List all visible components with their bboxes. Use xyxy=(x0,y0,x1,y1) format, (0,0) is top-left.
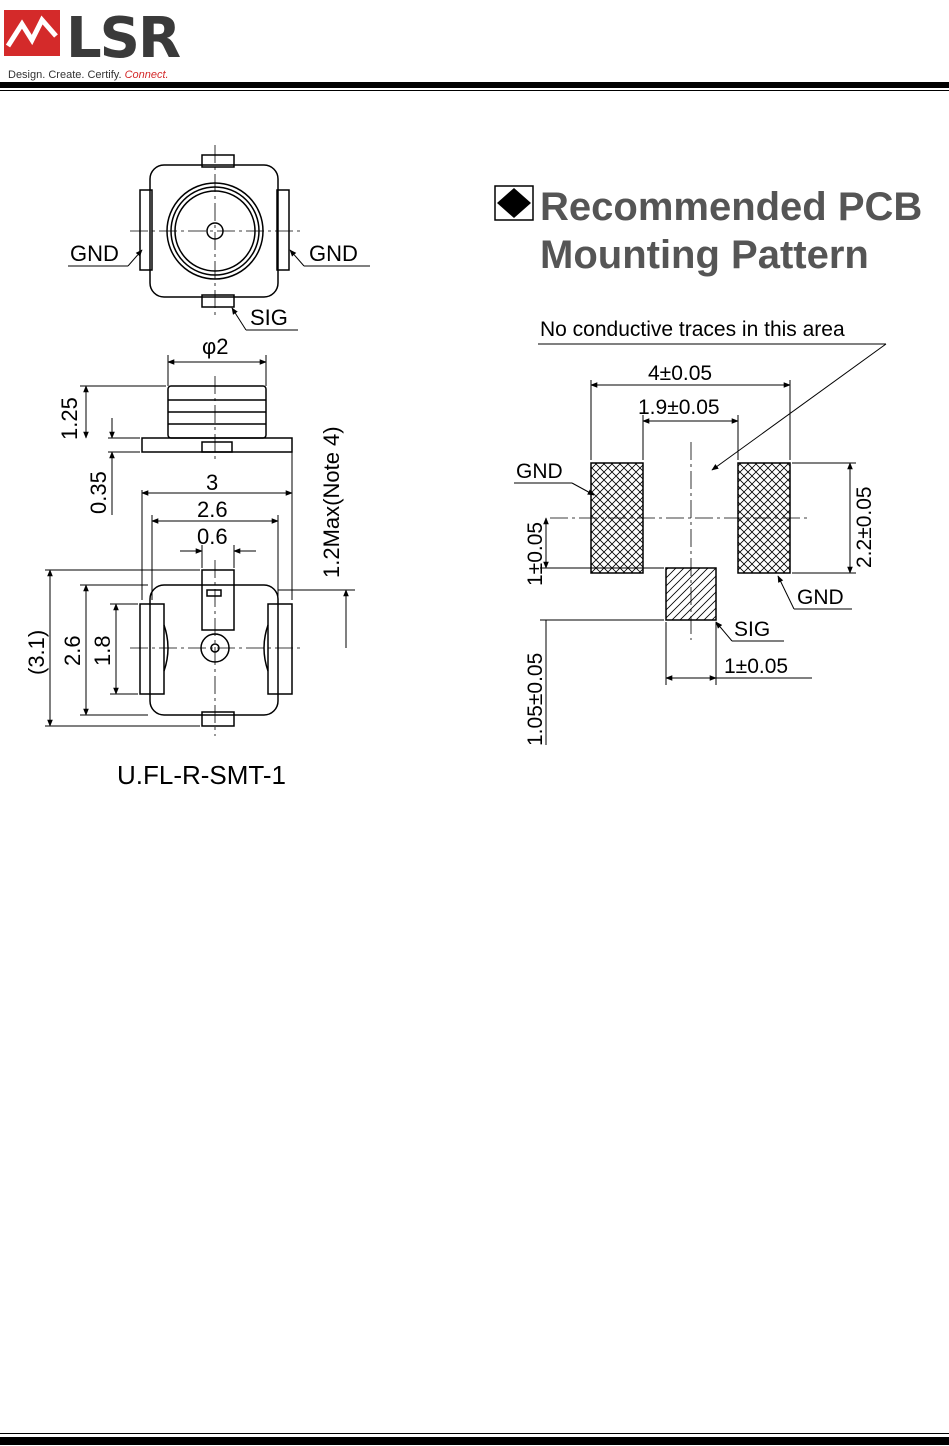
dim-sig-offset-label: 1.05±0.05 xyxy=(524,653,547,746)
bottom-height-body-label: 2.6 xyxy=(60,635,85,666)
pcb-sig-label: SIG xyxy=(734,618,770,641)
pcb-dimensions xyxy=(540,380,856,745)
dim-sig-width-label: 1±0.05 xyxy=(724,655,788,678)
footer-rule-thin xyxy=(0,1433,949,1434)
footer-rule xyxy=(0,1437,949,1445)
lsr-logo: LSR Design. Create. Certify. Connect. xyxy=(4,6,204,78)
side-diameter-label: φ2 xyxy=(202,334,229,359)
header-rule xyxy=(0,82,949,88)
bottom-view-dimensions xyxy=(45,490,292,726)
side-base-label: 0.35 xyxy=(86,471,111,514)
connector-top-view xyxy=(130,145,300,315)
dim-outer-label: 4±0.05 xyxy=(648,362,712,385)
header-rule-thin xyxy=(0,90,949,91)
logo-tagline: Design. Create. Certify. Connect. xyxy=(8,69,169,81)
bottom-width-mid-label: 2.6 xyxy=(197,497,228,522)
technical-drawing: GND GND SIG φ2 1.25 0.35 1.2Max(Note 4) xyxy=(0,100,949,820)
pcb-title-line1: Recommended PCB xyxy=(540,185,922,229)
logo-wordmark: LSR xyxy=(66,8,179,70)
dim-inner-label: 1.9±0.05 xyxy=(638,396,720,419)
connector-side-view xyxy=(142,376,292,460)
tagline-accent: Connect. xyxy=(125,69,169,81)
top-gnd-left-label: GND xyxy=(70,241,119,266)
pcb-pads xyxy=(550,442,810,640)
pcb-gnd-top-label: GND xyxy=(516,460,563,483)
pcb-title-line2: Mounting Pattern xyxy=(540,233,869,277)
dim-pad-height-label: 2.2±0.05 xyxy=(853,486,876,568)
pcb-pattern-title: Recommended PCB Mounting Pattern xyxy=(495,185,922,277)
side-height-label: 1.25 xyxy=(57,397,82,440)
top-view-labels: GND GND SIG xyxy=(68,241,370,330)
top-sig-label: SIG xyxy=(250,305,288,330)
bottom-height-total-label: (3.1) xyxy=(24,630,49,675)
bottom-width-outer-label: 3 xyxy=(206,470,218,495)
lsr-logo-mark-icon xyxy=(4,6,62,56)
pcb-gnd-bottom-label: GND xyxy=(797,586,844,609)
bottom-height-pad-label: 1.8 xyxy=(90,635,115,666)
top-gnd-right-label: GND xyxy=(309,241,358,266)
no-traces-note: No conductive traces in this area xyxy=(540,318,845,341)
tagline-text: Design. Create. Certify. xyxy=(8,69,122,81)
diamond-bullet-icon xyxy=(497,188,531,218)
bottom-width-pin-label: 0.6 xyxy=(197,524,228,549)
part-name: U.FL-R-SMT-1 xyxy=(117,760,286,790)
dim-offset-label: 1±0.05 xyxy=(524,522,547,586)
connector-bottom-view xyxy=(130,560,300,736)
side-max-height-label: 1.2Max(Note 4) xyxy=(319,426,344,578)
